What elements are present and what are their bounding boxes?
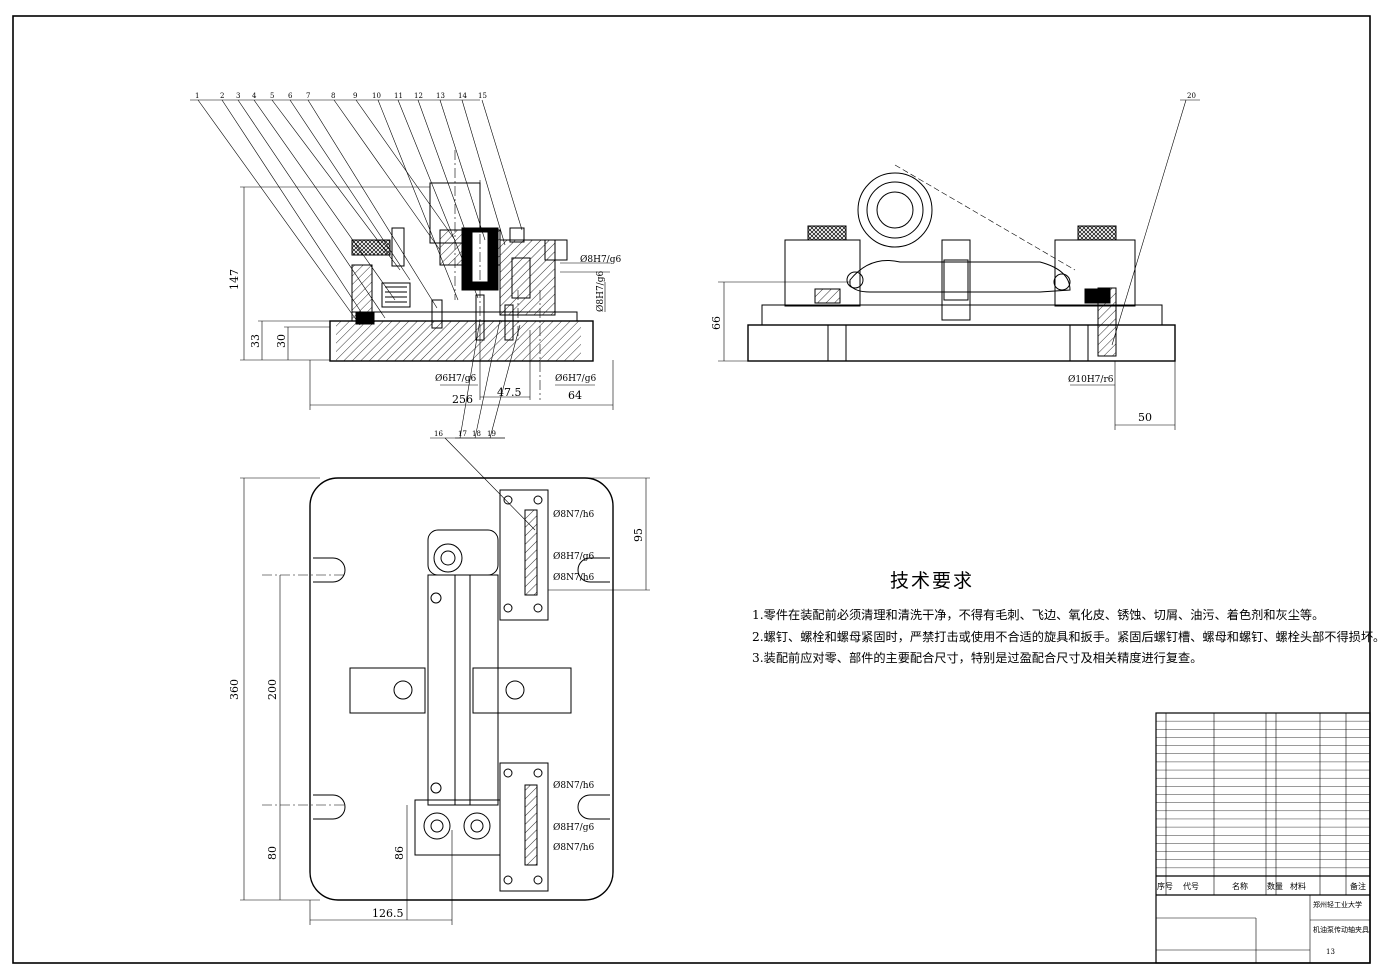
dim-30: 30 — [275, 334, 288, 348]
tb-header-code: 代号 — [1183, 882, 1199, 891]
fit-10: Ø10H7/r6 — [1068, 374, 1114, 385]
dim-80: 80 — [266, 846, 279, 860]
balloon-3: 3 — [236, 92, 240, 100]
balloon-labels-bottom: 16 17 18 19 — [434, 430, 496, 438]
dim-86: 86 — [393, 846, 406, 860]
dim-126-5: 126.5 — [372, 907, 404, 920]
fit-6-left: Ø6H7/g6 — [435, 373, 476, 384]
tb-sheet-no: 13 — [1326, 948, 1335, 956]
dim-64: 64 — [568, 389, 582, 402]
tb-header-name: 名称 — [1232, 882, 1248, 891]
balloon-4: 4 — [252, 92, 257, 100]
tb-header-remark: 备注 — [1350, 882, 1366, 891]
balloon-11: 11 — [394, 92, 403, 100]
balloon-16: 16 — [434, 430, 443, 438]
balloon-7: 7 — [306, 92, 310, 100]
balloon-10: 10 — [372, 92, 381, 100]
sheet-border — [12, 15, 1371, 964]
dim-147: 147 — [228, 269, 241, 290]
dim-200: 200 — [266, 679, 279, 700]
fit-8n-bot: Ø8N7/h6 — [553, 842, 595, 853]
dim-33: 33 — [249, 334, 262, 348]
dim-50: 50 — [1138, 411, 1152, 424]
tb-university: 郑州轻工业大学 — [1313, 901, 1362, 909]
balloon-labels-top: 1 2 3 4 5 6 7 8 9 10 11 12 13 14 15 — [195, 92, 487, 100]
tb-header-qty: 数量 — [1267, 882, 1283, 891]
front-dimension-texts: 147 33 30 256 47.5 64 Ø6H7/g6 Ø6H7/g6 Ø8… — [228, 254, 621, 406]
front-dimension-lines — [240, 186, 614, 410]
balloon-leaders-bottom — [430, 319, 536, 531]
balloon-1: 1 — [195, 92, 199, 100]
balloon-18: 18 — [472, 430, 481, 438]
tech-requirement-3: 3.装配前应对零、部件的主要配合尺寸，特别是过盈配合尺寸及相关精度进行复查。 — [752, 651, 1203, 665]
balloon-9: 9 — [353, 92, 357, 100]
fit-6-right: Ø6H7/g6 — [555, 373, 596, 384]
fit-8-top: Ø8H7/g6 — [580, 254, 621, 265]
side-dimension-texts: 66 50 Ø10H7/r6 20 — [710, 92, 1196, 424]
front-section-view — [329, 150, 594, 400]
balloon-14: 14 — [458, 92, 467, 100]
balloon-17: 17 — [458, 430, 467, 438]
balloon-19: 19 — [487, 430, 496, 438]
plan-dimension-texts: 360 200 80 86 126.5 95 Ø8N7/h6 Ø8H7/g6 Ø… — [228, 509, 645, 920]
tb-header-material: 材料 — [1290, 882, 1306, 891]
fit-8g-low: Ø8H7/g6 — [553, 822, 594, 833]
fit-8n-mid: Ø8N7/h6 — [553, 572, 595, 583]
balloon-15: 15 — [478, 92, 487, 100]
balloon-5: 5 — [270, 92, 274, 100]
balloon-8: 8 — [331, 92, 335, 100]
dim-66: 66 — [710, 316, 723, 330]
fit-8n-low: Ø8N7/h6 — [553, 780, 595, 791]
dim-256: 256 — [452, 393, 473, 406]
plan-dimension-lines — [240, 477, 650, 925]
balloon-12: 12 — [414, 92, 423, 100]
tb-drawing-title: 机油泵传动轴夹具 — [1313, 926, 1369, 934]
dim-360: 360 — [228, 679, 241, 700]
side-view — [747, 164, 1176, 362]
tb-header-seq: 序号 — [1157, 882, 1173, 891]
side-dimension-lines — [718, 99, 1200, 430]
tech-requirement-1: 1.零件在装配前必须清理和清洗干净，不得有毛刺、飞边、氧化皮、锈蚀、切屑、油污、… — [752, 608, 1325, 622]
balloon-2: 2 — [220, 92, 224, 100]
title-block-grid — [1155, 712, 1371, 964]
tech-requirements-title: 技术要求 — [889, 570, 974, 592]
dim-47-5: 47.5 — [497, 386, 522, 399]
title-block-rows — [1156, 720, 1370, 869]
balloon-13: 13 — [436, 92, 445, 100]
tech-requirement-2: 2.螺钉、螺栓和螺母紧固时，严禁打击或使用不合适的旋具和扳手。紧固后螺钉槽、螺母… — [752, 629, 1383, 644]
fit-8g-mid: Ø8H7/g6 — [553, 551, 594, 562]
fit-8-vert: Ø8H7/g6 — [595, 271, 606, 312]
dim-95: 95 — [632, 528, 645, 542]
balloon-leaders-top — [190, 99, 523, 326]
fit-8n-top: Ø8N7/h6 — [553, 509, 595, 520]
technical-requirements: 技术要求 1.零件在装配前必须清理和清洗干净，不得有毛刺、飞边、氧化皮、锈蚀、切… — [752, 566, 1383, 670]
plan-view — [262, 477, 614, 901]
balloon-6: 6 — [288, 92, 293, 100]
balloon-20: 20 — [1187, 92, 1196, 100]
